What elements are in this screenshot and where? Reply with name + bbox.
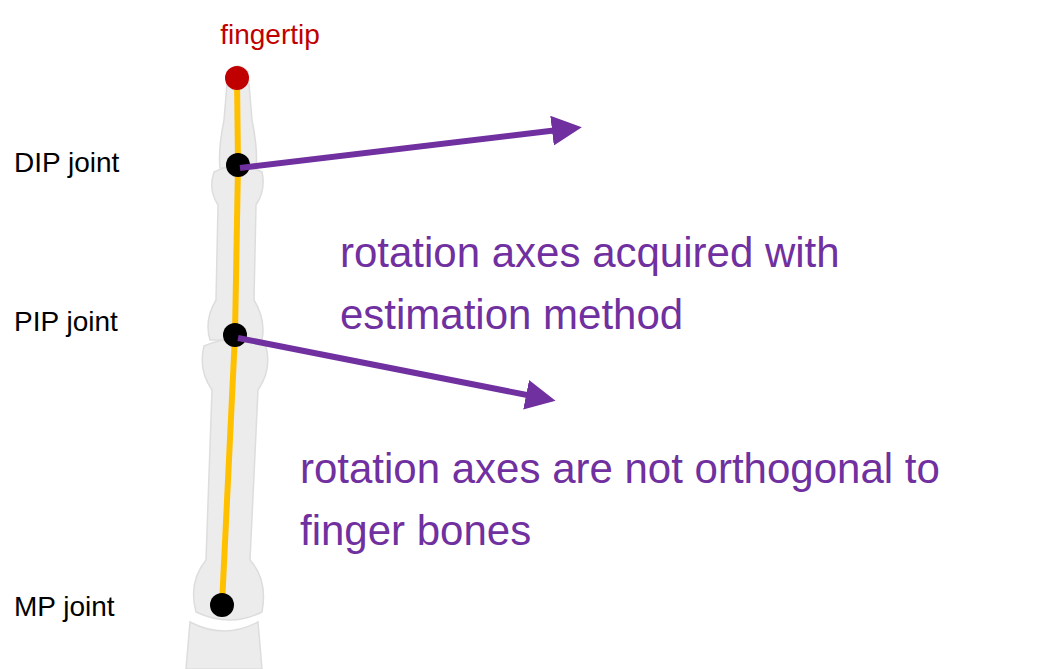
joint-label: DIP joint [14, 146, 194, 180]
joint-dot [210, 593, 234, 617]
joint-label: PIP joint [14, 305, 194, 339]
fingertip-dot [225, 66, 249, 90]
rotation-axis-arrow [240, 130, 558, 168]
rotation-axis-arrow [238, 338, 532, 396]
annotation-text: rotation axes acquired with estimation m… [340, 222, 910, 346]
finger-bones [186, 66, 268, 669]
fingertip-label: fingertip [170, 18, 370, 52]
annotation-text: rotation axes are not orthogonal to fing… [300, 438, 1040, 562]
joint-dot [223, 323, 247, 347]
joint-label: MP joint [14, 590, 194, 624]
